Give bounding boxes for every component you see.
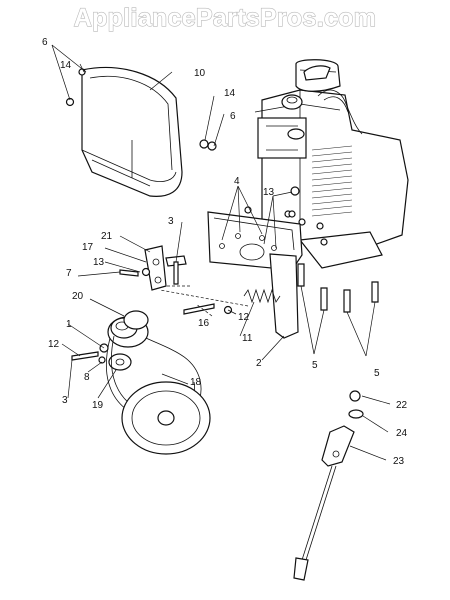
- idler-arm: [144, 245, 187, 291]
- callout-4: 4: [234, 176, 240, 187]
- callout-11: 11: [242, 333, 253, 344]
- callout-8: 8: [84, 372, 90, 383]
- callout-20: 20: [72, 291, 84, 302]
- callout-1: 1: [66, 319, 72, 330]
- cylinder-fins: [311, 145, 353, 217]
- idler-spring: [243, 288, 281, 304]
- callout-6: 6: [230, 111, 236, 122]
- callout-24: 24: [396, 428, 408, 439]
- callout-2: 2: [256, 358, 262, 369]
- callout-13: 13: [93, 257, 105, 268]
- leader-lines: [51, 44, 391, 461]
- watermark-text: AppliancePartsPros.com: [73, 3, 377, 32]
- idler-pulley: [108, 353, 132, 371]
- callout-16: 16: [198, 318, 210, 329]
- mounting-bracket: [207, 211, 303, 339]
- callout-18: 18: [190, 377, 202, 388]
- large-pulley: [121, 381, 211, 455]
- callout-labels: 6 14 10 14 6 4 13 3 21 17 13 7 20 12 16 …: [42, 37, 408, 467]
- callout-6: 6: [42, 37, 48, 48]
- control-rod-assembly: [293, 390, 364, 581]
- callout-10: 10: [194, 68, 206, 79]
- callout-7: 7: [66, 268, 72, 279]
- callout-22: 22: [396, 400, 408, 411]
- callout-12: 12: [48, 339, 60, 350]
- callout-3: 3: [168, 216, 174, 227]
- fasteners: [65, 68, 379, 364]
- callout-23: 23: [393, 456, 405, 467]
- callout-21: 21: [101, 231, 113, 242]
- callout-12: 12: [238, 312, 250, 323]
- callout-19: 19: [92, 400, 104, 411]
- callout-5: 5: [312, 360, 318, 371]
- drive-pulley: [107, 310, 149, 348]
- callout-17: 17: [82, 242, 94, 253]
- callout-3: 3: [62, 395, 68, 406]
- callout-14: 14: [60, 60, 72, 71]
- callout-13: 13: [263, 187, 275, 198]
- callout-5: 5: [374, 368, 380, 379]
- belt-cover: [81, 66, 183, 197]
- callout-14: 14: [224, 88, 236, 99]
